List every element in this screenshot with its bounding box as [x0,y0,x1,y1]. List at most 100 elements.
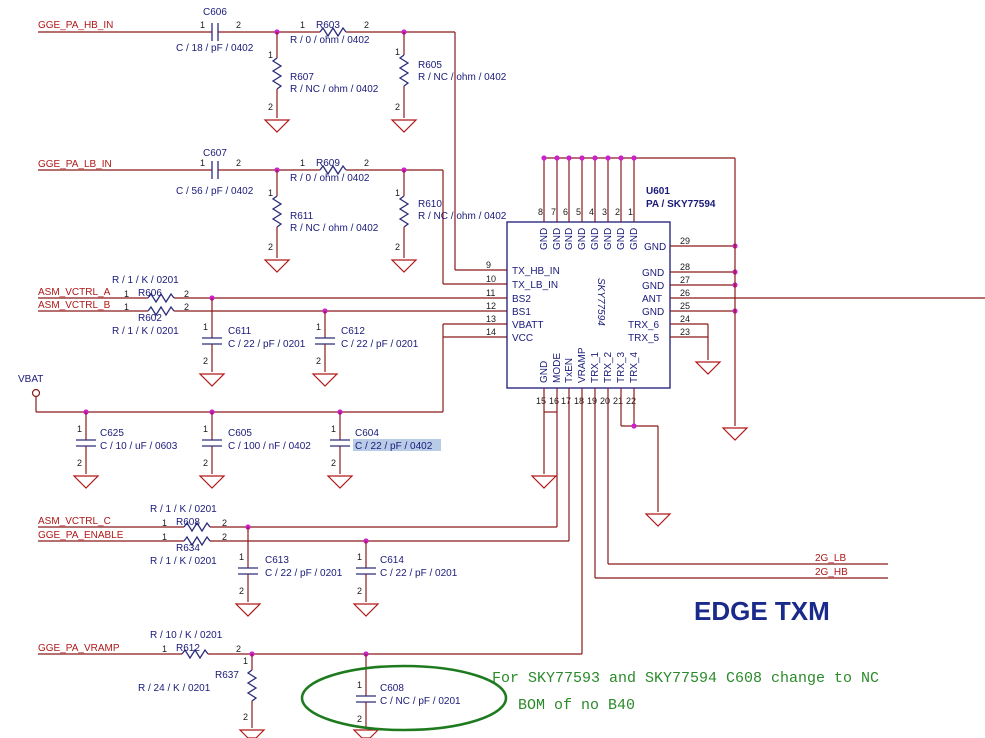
r606-value: R / 1 / K / 0201 [112,275,179,286]
chip-right-pin-name: TRX_6 [628,320,660,331]
chip-bottom-pin-num: 19 [587,396,597,406]
r606-ref: R606 [138,288,162,299]
chip-ref: U601 [646,186,670,197]
svg-text:1: 1 [243,656,248,666]
ctrl-enable-section: R / 1 / K / 0201 ASM_VCTRL_C GGE_PA_ENAB… [38,504,569,617]
r637-value: R / 24 / K / 0201 [138,683,211,694]
c604-value[interactable]: C / 22 / pF / 0402 [355,441,433,452]
chip-bottom-pin-name: TRX_1 [590,351,601,383]
r609-value: R / 0 / ohm / 0402 [290,173,370,184]
net-label-gge-pa-lb-in: GGE_PA_LB_IN [38,159,112,170]
svg-text:2: 2 [203,356,208,366]
svg-text:2: 2 [236,20,241,30]
chip-right-pin-num: 29 [680,236,690,246]
chip-body-text: SKY77594 [595,278,606,326]
chip-top-pin-num: 4 [589,207,594,217]
c625-ref: C625 [100,428,124,439]
net-label-gge-pa-enable: GGE_PA_ENABLE [38,530,124,541]
svg-text:1: 1 [239,552,244,562]
r611-ref: R611 [290,211,314,222]
chip-bottom-pin-num: 17 [561,396,571,406]
chip-bottom-pin-num: 20 [600,396,610,406]
chip-bottom-pin-num: 22 [626,396,636,406]
chip-top-pin-name: GND [577,228,588,250]
svg-text:2: 2 [357,714,362,724]
c613-ref: C613 [265,555,289,566]
r603-ref: R603 [316,20,340,31]
r611-value: R / NC / ohm / 0402 [290,223,379,234]
r602-ref: R602 [138,313,162,324]
chip-right-pin-name: TRX_5 [628,333,660,344]
chip-right-pin-num: 27 [680,275,690,285]
svg-text:1: 1 [124,289,129,299]
c611-ref: C611 [228,326,252,337]
svg-text:1: 1 [300,158,305,168]
svg-text:2: 2 [395,102,400,112]
svg-text:2: 2 [364,20,369,30]
c608-highlight-ellipse [300,664,508,732]
r612-ref: R612 [176,643,200,654]
svg-text:1: 1 [203,322,208,332]
chip-left-pin-num: 11 [486,288,495,298]
svg-text:1: 1 [200,158,205,168]
chip-top-pin-name: GND [552,228,563,250]
r607-value: R / NC / ohm / 0402 [290,84,379,95]
chip-u601[interactable]: U601 PA / SKY77594 SKY77594 8GND7GND6GND… [486,155,985,441]
chip-right-pin-name: GND [644,242,666,253]
hb-input-section: GGE_PA_HB_IN 1 2 C606 C / 18 / pF / 0402… [38,7,507,271]
net-label-2g-hb: 2G_HB [815,567,848,578]
chip-bottom-pin-name: TxEN [564,358,575,383]
vbat-section: VBAT 1 2 C625 C / 10 / uF / 0603 1 2 C60… [18,323,507,489]
svg-text:2: 2 [331,458,336,468]
chip-top-pin-num: 6 [563,207,568,217]
chip-part: PA / SKY77594 [646,199,716,210]
svg-text:2: 2 [203,458,208,468]
net-label-asm-vctrl-c: ASM_VCTRL_C [38,516,111,527]
chip-right-pin-num: 23 [680,327,690,337]
chip-left-pin-num: 9 [486,260,491,270]
chip-left-pin-name: TX_HB_IN [512,266,560,277]
note-line-1: For SKY77593 and SKY77594 C608 change to… [492,670,879,687]
chip-left-pin-name: VCC [512,333,533,344]
svg-text:2: 2 [236,644,241,654]
r603-value: R / 0 / ohm / 0402 [290,35,370,46]
svg-text:2: 2 [364,158,369,168]
chip-right-pin-num: 26 [680,288,690,298]
svg-text:1: 1 [200,20,205,30]
chip-top-pin-name: GND [564,228,575,250]
net-label-asm-vctrl-a: ASM_VCTRL_A [38,287,111,298]
chip-top-pin-name: GND [616,228,627,250]
svg-text:1: 1 [124,302,129,312]
chip-top-pin-name: GND [603,228,614,250]
c611-value: C / 22 / pF / 0201 [228,339,306,350]
chip-bottom-pin-name: TRX_2 [603,351,614,383]
r608-ref: R608 [176,517,200,528]
r612-value: R / 10 / K / 0201 [150,630,223,641]
chip-bottom-pin-num: 21 [613,396,623,406]
net-label-vbat: VBAT [18,374,43,385]
c614-ref: C614 [380,555,404,566]
svg-text:1: 1 [162,518,167,528]
chip-right-pin-num: 24 [680,314,690,324]
chip-body[interactable] [506,221,671,389]
r634-ref: R634 [176,543,200,554]
chip-bottom-pin-num: 16 [549,396,559,406]
bottom-pin-routing: 2G_LB 2G_HB [530,388,888,654]
chip-top-pin-num: 5 [576,207,581,217]
svg-text:2: 2 [222,532,227,542]
chip-top-pin-name: GND [539,228,550,250]
svg-text:1: 1 [268,50,273,60]
chip-bottom-pin-name: TRX_4 [629,351,640,383]
svg-text:1: 1 [395,47,400,57]
svg-text:1: 1 [162,532,167,542]
chip-top-pin-num: 3 [602,207,607,217]
svg-text:2: 2 [316,356,321,366]
c612-value: C / 22 / pF / 0201 [341,339,419,350]
r610-value: R / NC / ohm / 0402 [418,211,507,222]
chip-top-pin-num: 7 [551,207,556,217]
c607-ref: C607 [203,148,227,159]
r610-ref: R610 [418,199,442,210]
c608-ref: C608 [380,683,404,694]
svg-text:1: 1 [162,644,167,654]
